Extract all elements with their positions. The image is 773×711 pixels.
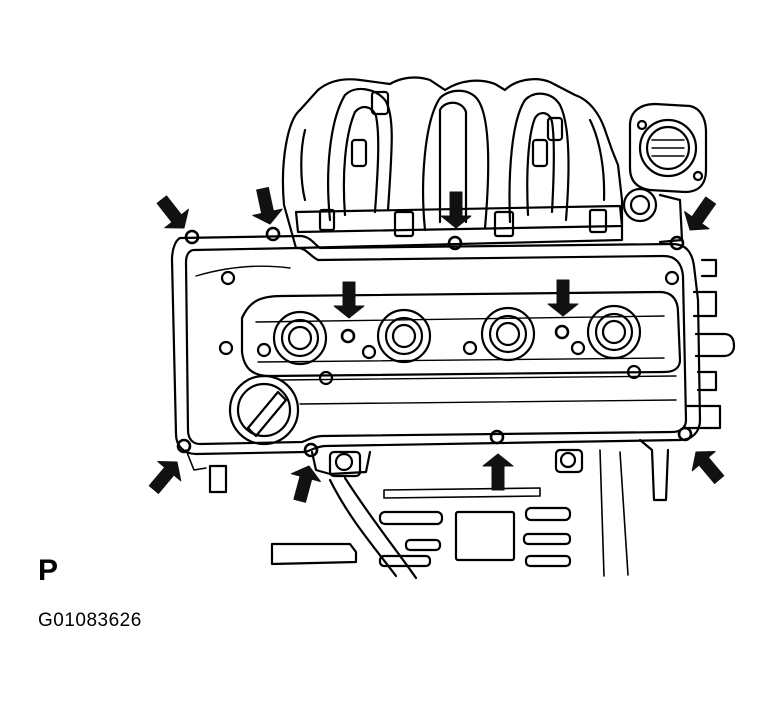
spark-plug-tubes (272, 304, 642, 366)
bolt-4 (669, 235, 685, 251)
bolt-6 (554, 324, 570, 340)
cylinder-head-cover (170, 234, 702, 456)
plug-tube-4 (586, 304, 642, 360)
bolt-markers (176, 226, 693, 458)
bolt-7 (176, 438, 192, 454)
arrow-6 (546, 278, 580, 318)
oil-filler-cap (228, 374, 300, 446)
arrow-1 (148, 189, 197, 239)
side-fittings (684, 258, 736, 430)
bolt-8 (303, 442, 319, 458)
arrow-2 (246, 184, 286, 229)
intake-manifold (281, 76, 624, 250)
figure-id: G01083626 (38, 610, 142, 631)
bolt-2 (265, 226, 281, 242)
arrow-9 (481, 452, 515, 492)
view-label: P (38, 554, 59, 587)
arrow-7 (141, 451, 190, 501)
bolt-9 (489, 429, 505, 445)
arrow-5 (332, 280, 366, 320)
plug-tube-1 (272, 310, 328, 366)
bolt-10 (677, 426, 693, 442)
plug-tube-3 (480, 306, 536, 362)
engine-lower (185, 438, 670, 580)
plug-tube-2 (376, 308, 432, 364)
arrow-8 (284, 461, 325, 506)
bolt-3 (447, 235, 463, 251)
bolt-1 (184, 229, 200, 245)
arrow-10 (683, 441, 732, 491)
bolt-5 (340, 328, 356, 344)
arrow-4 (676, 190, 725, 240)
